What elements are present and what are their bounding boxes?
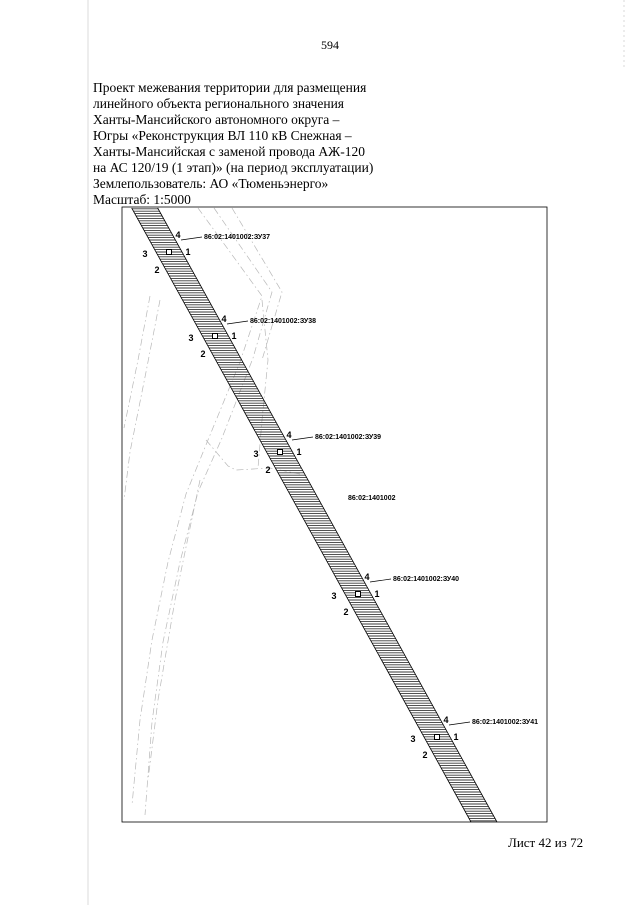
title-line: Проект межевания территории для размещен… bbox=[93, 80, 367, 95]
parcel-id: 86:02:1401002:ЗУ39 bbox=[315, 434, 381, 441]
parcel-zu37: 4 1 3 2 86:02:1401002:ЗУ37 bbox=[142, 230, 270, 275]
parcel-id: 86:02:1401002:ЗУ37 bbox=[204, 234, 270, 241]
corner-point-2: 2 bbox=[422, 750, 427, 760]
corner-point-2: 2 bbox=[265, 465, 270, 475]
boundary-line bbox=[123, 295, 151, 429]
parcel-id: 86:02:1401002:ЗУ38 bbox=[250, 318, 316, 325]
title-block: Проект межевания территории для размещен… bbox=[93, 80, 373, 208]
title-line: на АС 120/19 (1 этап)» (на период эксплу… bbox=[93, 160, 374, 175]
map-scale: Масштаб: 1:5000 bbox=[93, 192, 191, 207]
map-frame bbox=[121, 206, 548, 823]
boundary-line bbox=[144, 207, 273, 816]
corner-point-4: 4 bbox=[175, 230, 180, 240]
title-line: Ханты-Мансийского автономного округа – bbox=[93, 112, 340, 127]
title-line: Югры «Реконструкция ВЛ 110 кВ Снежная – bbox=[93, 128, 352, 143]
page-number: 594 bbox=[321, 38, 339, 52]
leader-line bbox=[291, 436, 314, 441]
corner-point-3: 3 bbox=[331, 591, 336, 601]
boundary-line bbox=[147, 479, 201, 781]
leader-line bbox=[369, 578, 392, 583]
title-line: Ханты-Мансийская с заменой провода АЖ-12… bbox=[93, 144, 366, 159]
corner-point-1: 1 bbox=[185, 247, 190, 257]
corner-point-3: 3 bbox=[188, 333, 193, 343]
sheet-counter: Лист 42 из 72 bbox=[508, 835, 584, 850]
leader-line bbox=[448, 721, 471, 726]
parcel-id: 86:02:1401002:ЗУ40 bbox=[393, 576, 459, 583]
parcel-zu38: 4 1 3 2 86:02:1401002:ЗУ38 bbox=[188, 314, 316, 359]
boundary-line bbox=[123, 299, 161, 501]
corner-point-3: 3 bbox=[253, 449, 258, 459]
existing-boundaries bbox=[123, 207, 301, 816]
boundary-line bbox=[257, 299, 269, 469]
corner-point-4: 4 bbox=[364, 572, 369, 582]
leader-line bbox=[180, 236, 203, 241]
title-line: линейного объекта регионального значения bbox=[93, 96, 345, 111]
corner-point-4: 4 bbox=[443, 715, 448, 725]
corner-point-1: 1 bbox=[296, 447, 301, 457]
corner-point-1: 1 bbox=[374, 589, 379, 599]
leader-line bbox=[226, 320, 249, 325]
hatched-strip bbox=[132, 208, 497, 822]
quarter-label: 86:02:1401002 bbox=[348, 495, 396, 502]
parcel-marker bbox=[355, 591, 361, 597]
boundary-line bbox=[131, 207, 263, 806]
parcel-marker bbox=[434, 734, 440, 740]
parcel-marker bbox=[277, 449, 283, 455]
land-user: Землепользователь: АО «Тюменьэнерго» bbox=[93, 176, 329, 191]
corner-point-2: 2 bbox=[343, 607, 348, 617]
parcel-zu41: 4 1 3 2 86:02:1401002:ЗУ41 bbox=[410, 715, 538, 760]
corner-point-1: 1 bbox=[231, 331, 236, 341]
parcel-zu39: 4 1 3 2 86:02:1401002:ЗУ39 bbox=[253, 430, 381, 475]
corner-point-2: 2 bbox=[154, 265, 159, 275]
corner-point-3: 3 bbox=[410, 734, 415, 744]
corner-point-4: 4 bbox=[221, 314, 226, 324]
corner-point-4: 4 bbox=[286, 430, 291, 440]
corner-point-1: 1 bbox=[453, 732, 458, 742]
corner-point-2: 2 bbox=[200, 349, 205, 359]
parcel-marker bbox=[212, 333, 218, 339]
parcel-marker bbox=[166, 249, 172, 255]
parcel-id: 86:02:1401002:ЗУ41 bbox=[472, 719, 538, 726]
strip-edge-left bbox=[131, 207, 472, 823]
parcel-zu40: 4 1 3 2 86:02:1401002:ЗУ40 bbox=[331, 572, 459, 617]
boundary-line bbox=[231, 207, 283, 361]
strip-edge-right bbox=[157, 207, 498, 823]
corner-point-3: 3 bbox=[142, 249, 147, 259]
